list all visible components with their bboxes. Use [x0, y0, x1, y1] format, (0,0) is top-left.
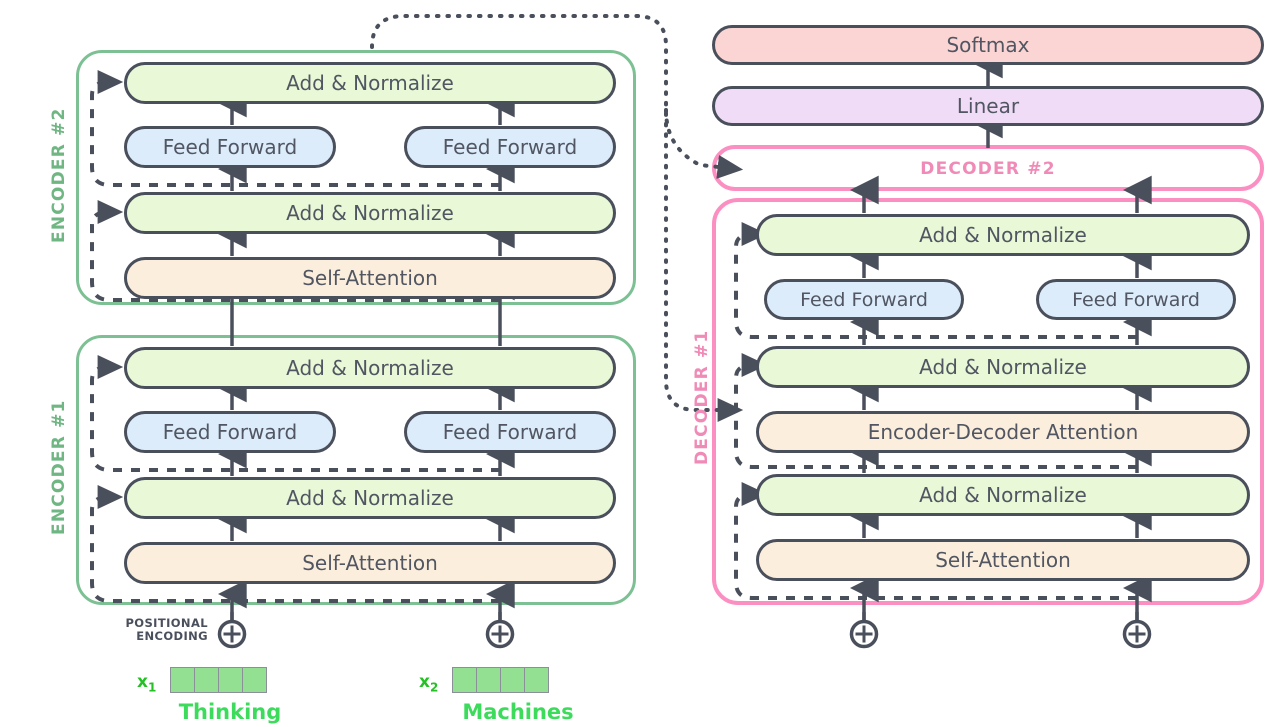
- node-label: Add & Normalize: [286, 356, 454, 380]
- embedding-cell: [500, 667, 525, 693]
- node-label: Feed Forward: [162, 420, 298, 444]
- decoder1-add-normalize-top[interactable]: Add & Normalize: [756, 214, 1250, 256]
- embedding-cell: [452, 667, 477, 693]
- node-label: Softmax: [946, 33, 1030, 57]
- encoder2-add-normalize-top[interactable]: Add & Normalize: [124, 62, 616, 104]
- node-label: Self-Attention: [302, 266, 438, 290]
- softmax-node[interactable]: Softmax: [712, 25, 1264, 65]
- node-label: Feed Forward: [162, 135, 298, 159]
- node-label: Add & Normalize: [919, 483, 1087, 507]
- plus-circle-icon: [485, 619, 515, 649]
- input-word-1: Thinking: [178, 700, 282, 724]
- positional-encoding-plus-icons: [217, 619, 1152, 649]
- plus-circle-icon: [1122, 619, 1152, 649]
- embedding-boxes-1[interactable]: [170, 667, 267, 693]
- linear-node[interactable]: Linear: [712, 86, 1264, 126]
- node-label: Feed Forward: [800, 288, 928, 311]
- encoder1-self-attention[interactable]: Self-Attention: [124, 542, 616, 584]
- encoder1-feed-forward-left[interactable]: Feed Forward: [124, 411, 336, 453]
- node-label: Add & Normalize: [919, 223, 1087, 247]
- plus-circle-icon: [217, 619, 247, 649]
- node-label: Add & Normalize: [919, 355, 1087, 379]
- embedding-boxes-2[interactable]: [452, 667, 549, 693]
- decoder1-add-normalize-middle[interactable]: Add & Normalize: [756, 346, 1250, 388]
- encoder2-self-attention[interactable]: Self-Attention: [124, 257, 616, 299]
- plus-circle-icon: [849, 619, 879, 649]
- embedding-cell: [194, 667, 219, 693]
- node-label: Feed Forward: [442, 420, 578, 444]
- node-label: Add & Normalize: [286, 486, 454, 510]
- encoder1-add-normalize-bottom[interactable]: Add & Normalize: [124, 477, 616, 519]
- node-label: Linear: [956, 94, 1020, 118]
- decoder1-add-normalize-bottom[interactable]: Add & Normalize: [756, 474, 1250, 516]
- decoder1-encoder-decoder-attention[interactable]: Encoder-Decoder Attention: [756, 411, 1250, 453]
- embedding-cell: [218, 667, 243, 693]
- node-label: Add & Normalize: [286, 71, 454, 95]
- input-word-2: Machines: [462, 700, 574, 724]
- encoder2-feed-forward-right[interactable]: Feed Forward: [404, 126, 616, 168]
- decoder1-self-attention[interactable]: Self-Attention: [756, 539, 1250, 581]
- embedding-x-label-1: x1: [137, 672, 156, 694]
- encoder2-feed-forward-left[interactable]: Feed Forward: [124, 126, 336, 168]
- encoder1-feed-forward-right[interactable]: Feed Forward: [404, 411, 616, 453]
- positional-encoding-label: POSITIONAL ENCODING: [96, 617, 208, 643]
- x-subscript: 1: [147, 680, 157, 695]
- decoder-2-label: DECODER #2: [920, 159, 1056, 179]
- node-label: Feed Forward: [442, 135, 578, 159]
- positional-encoding-line2: ENCODING: [136, 629, 208, 643]
- node-label: Self-Attention: [935, 548, 1071, 572]
- x-letter: x: [137, 672, 148, 692]
- positional-encoding-line1: POSITIONAL: [125, 616, 208, 630]
- embedding-cell: [170, 667, 195, 693]
- decoder-block-1: [712, 198, 1264, 605]
- decoder1-feed-forward-right[interactable]: Feed Forward: [1036, 279, 1236, 320]
- embedding-cell: [242, 667, 267, 693]
- x-letter: x: [419, 672, 430, 692]
- embedding-cell: [476, 667, 501, 693]
- embedding-cell: [524, 667, 549, 693]
- decoder1-feed-forward-left[interactable]: Feed Forward: [764, 279, 964, 320]
- encoder2-arrows: [218, 88, 515, 256]
- decoder-1-label: DECODER #1: [692, 329, 712, 465]
- encoder-1-label: ENCODER #1: [49, 399, 69, 535]
- encoder-to-decoder-dotted: [370, 14, 744, 422]
- encoder2-add-normalize-bottom[interactable]: Add & Normalize: [124, 192, 616, 234]
- node-label: Self-Attention: [302, 551, 438, 575]
- encoder-2-label: ENCODER #2: [49, 107, 69, 243]
- encoder1-add-normalize-top[interactable]: Add & Normalize: [124, 347, 616, 389]
- encoder-residual-dashed: [90, 70, 500, 603]
- x-subscript: 2: [429, 680, 439, 695]
- node-label: Add & Normalize: [286, 201, 454, 225]
- node-label: Feed Forward: [1072, 288, 1200, 311]
- positional-stems: [230, 612, 1139, 624]
- node-label: Encoder-Decoder Attention: [867, 420, 1139, 444]
- embedding-x-label-2: x2: [419, 672, 438, 694]
